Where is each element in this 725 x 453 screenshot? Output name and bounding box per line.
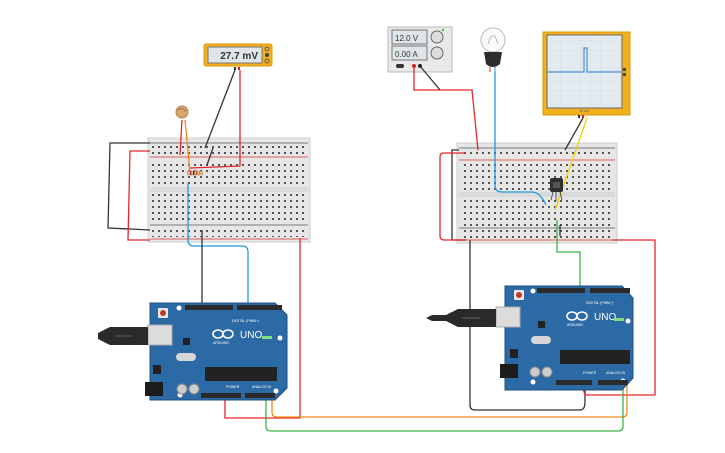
- arduino-brand: ARDUINO: [567, 323, 583, 327]
- lightbulb[interactable]: [480, 27, 506, 72]
- oscilloscope[interactable]: 10 ms: [542, 31, 631, 118]
- multimeter-reading: 27.7 mV: [220, 51, 258, 62]
- arduino-brand: ARDUINO: [213, 341, 229, 345]
- oscilloscope-trace: [547, 47, 622, 73]
- arduino-left[interactable]: DIGITAL (PWM~) ARDUINO UNO POWER ANALOG …: [145, 302, 288, 401]
- analog-label: ANALOG IN: [252, 385, 272, 389]
- multimeter[interactable]: 27.7 mV: [203, 43, 273, 70]
- oscilloscope-time-label: 10 ms: [579, 109, 589, 113]
- voltage-knob[interactable]: [430, 30, 444, 44]
- power-supply-voltage: 12.0 V: [395, 34, 419, 43]
- usb-cable-left[interactable]: [98, 324, 173, 346]
- analog-label: ANALOG IN: [606, 371, 626, 375]
- power-label: POWER: [583, 371, 597, 375]
- dc-power-supply[interactable]: 12.0 V 0.00 A: [387, 26, 453, 73]
- usb-cable-right[interactable]: [426, 306, 521, 328]
- arduino-logo-icon: [566, 311, 588, 321]
- wires-bridge: [265, 385, 628, 432]
- arduino-right[interactable]: DIGITAL (PWM~) ARDUINO UNO POWER ANALOG …: [500, 285, 634, 391]
- arduino-model: UNO: [240, 330, 262, 341]
- wires-right: [413, 65, 656, 411]
- arduino-logo-icon: [212, 329, 234, 339]
- current-knob[interactable]: [430, 46, 444, 60]
- breadboard-left[interactable]: [147, 137, 311, 243]
- resistor[interactable]: [186, 170, 204, 176]
- power-label: POWER: [226, 385, 240, 389]
- digital-label: DIGITAL (PWM~): [586, 301, 613, 305]
- arduino-model: UNO: [594, 312, 616, 323]
- transistor[interactable]: [550, 178, 563, 201]
- wires-left: [107, 69, 301, 419]
- digital-label: DIGITAL (PWM~): [232, 319, 259, 323]
- photoresistor[interactable]: [175, 105, 189, 119]
- power-supply-current: 0.00 A: [395, 50, 418, 59]
